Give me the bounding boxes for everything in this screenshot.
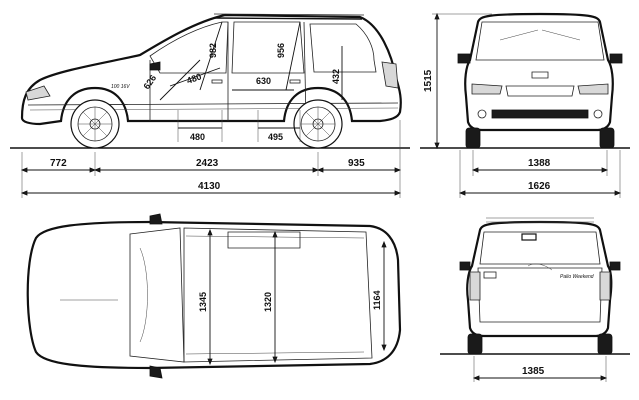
dim-rear-track: 1385 bbox=[522, 366, 545, 377]
rear-left-mirror bbox=[459, 261, 471, 271]
front-left-headlight bbox=[471, 83, 503, 95]
dim-rear-elbow-width: 1320 bbox=[263, 292, 273, 312]
tail-light bbox=[381, 61, 399, 89]
dim-front-elbow-width: 1345 bbox=[198, 292, 208, 312]
dashboard-top bbox=[139, 247, 148, 343]
rear-badge: Palio Weekend bbox=[560, 274, 594, 280]
headlight bbox=[25, 85, 51, 101]
rear-brake-light bbox=[521, 233, 537, 241]
top-view: 1345 1320 1164 bbox=[26, 213, 402, 379]
windshield-top bbox=[129, 227, 185, 363]
roof-rail-top bbox=[213, 13, 365, 16]
front-window bbox=[149, 21, 229, 74]
dim-front-floor-len: 630 bbox=[256, 76, 271, 86]
windshield bbox=[475, 21, 605, 61]
roof-top bbox=[183, 227, 373, 363]
front-right-tyre bbox=[599, 127, 615, 149]
side-body-outline bbox=[20, 13, 402, 126]
roof-rail bbox=[214, 17, 363, 20]
rear-window bbox=[479, 231, 601, 265]
rear-door-handle bbox=[289, 79, 301, 84]
dim-front-track: 1388 bbox=[528, 158, 551, 169]
front-body-outline bbox=[464, 12, 614, 132]
side-badge: 100 16V bbox=[111, 84, 130, 90]
fog-light-right bbox=[593, 109, 603, 119]
dim-cargo-width: 1164 bbox=[372, 290, 382, 310]
side-length-dimension-lines bbox=[20, 120, 402, 198]
dim-overall-length: 4130 bbox=[198, 181, 221, 192]
dim-front-knee: 480 bbox=[190, 132, 205, 142]
rear-right-tyre bbox=[597, 333, 613, 355]
front-left-mirror bbox=[457, 53, 471, 64]
front-right-mirror bbox=[609, 53, 623, 64]
dim-overall-height: 1515 bbox=[423, 69, 434, 92]
lower-air-intake bbox=[491, 109, 589, 119]
sunroof bbox=[227, 231, 301, 249]
rear-left-tyre bbox=[467, 333, 483, 355]
front-left-tyre bbox=[465, 127, 481, 149]
front-logo bbox=[531, 71, 549, 79]
rear-right-mirror bbox=[609, 261, 621, 271]
rear-roof-rails bbox=[486, 217, 594, 223]
side-view: 982 956 626 480 630 432 480 495 100 16V … bbox=[10, 13, 410, 198]
side-mirror bbox=[149, 61, 161, 71]
dim-cargo-height: 432 bbox=[331, 69, 341, 84]
dim-rear-seat-to-roof: 956 bbox=[276, 43, 286, 58]
rear-quarter-window bbox=[309, 23, 377, 73]
dim-front-seat-depth: 480 bbox=[185, 71, 203, 86]
dim-front-overhang: 772 bbox=[50, 158, 67, 169]
top-right-mirror bbox=[149, 365, 163, 379]
front-door-handle bbox=[211, 79, 223, 84]
dim-front-seat-to-roof: 982 bbox=[208, 43, 218, 58]
dim-rear-knee: 495 bbox=[268, 132, 283, 142]
tailgate bbox=[477, 267, 603, 323]
front-wheel bbox=[70, 99, 120, 149]
interior-dimension-lines bbox=[159, 21, 343, 142]
front-right-headlight bbox=[577, 83, 609, 95]
rear-wheel bbox=[293, 99, 343, 149]
top-body-outline bbox=[26, 220, 402, 370]
rear-door-window bbox=[231, 21, 305, 74]
rear-view: Palio Weekend 1385 bbox=[440, 217, 630, 382]
wipers bbox=[499, 29, 581, 41]
top-left-mirror bbox=[149, 213, 163, 225]
rear-right-light bbox=[599, 271, 611, 301]
fog-light-left bbox=[477, 109, 487, 119]
dim-overall-width: 1626 bbox=[528, 181, 551, 192]
rear-wiper bbox=[527, 263, 553, 271]
dim-wheelbase: 2423 bbox=[196, 158, 219, 169]
dim-rear-overhang: 935 bbox=[348, 158, 365, 169]
front-grille bbox=[505, 85, 575, 97]
dim-front-seat-diag: 626 bbox=[141, 73, 158, 91]
rear-logo bbox=[483, 271, 497, 279]
rear-left-light bbox=[469, 271, 481, 301]
front-view: 1515 1388 1626 bbox=[420, 12, 630, 198]
